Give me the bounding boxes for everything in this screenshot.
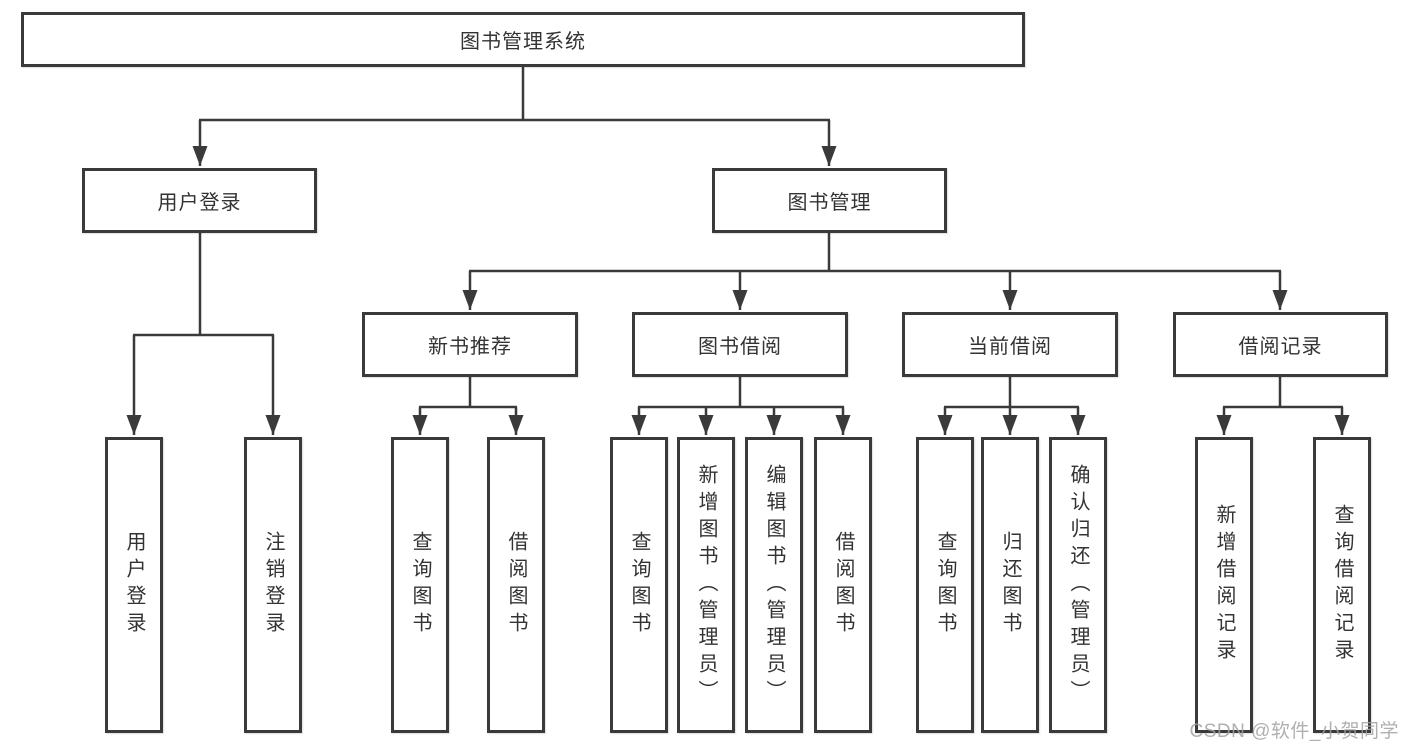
node-current-borrow: 当前借阅	[902, 312, 1118, 377]
leaf-add-books-admin: 新增图书（管理员）	[677, 437, 735, 733]
connector-group	[126, 67, 1350, 435]
node-book-management: 图书管理	[712, 168, 947, 233]
csdn-watermark: CSDN @软件_小贺同学	[1189, 721, 1399, 742]
leaf-confirm-return-admin: 确认归还（管理员）	[1049, 437, 1107, 733]
leaf-recommend-borrow-books: 借阅图书	[487, 437, 545, 733]
leaf-borrow-books: 借阅图书	[814, 437, 872, 733]
leaf-return-books: 归还图书	[981, 437, 1039, 733]
leaf-current-query-books: 查询图书	[916, 437, 974, 733]
leaf-logout: 注销登录	[244, 437, 302, 733]
node-user-login: 用户登录	[82, 168, 317, 233]
leaf-edit-books-admin: 编辑图书（管理员）	[745, 437, 803, 733]
leaf-recommend-query-books: 查询图书	[391, 437, 449, 733]
leaf-add-borrow-record: 新增借阅记录	[1195, 437, 1253, 733]
leaf-borrow-query-books: 查询图书	[610, 437, 668, 733]
node-new-book-recommend: 新书推荐	[362, 312, 578, 377]
leaf-user-login: 用户登录	[105, 437, 163, 733]
node-root: 图书管理系统	[21, 12, 1025, 67]
node-book-borrow: 图书借阅	[632, 312, 848, 377]
leaf-query-borrow-record: 查询借阅记录	[1313, 437, 1371, 733]
node-borrow-records: 借阅记录	[1173, 312, 1388, 377]
